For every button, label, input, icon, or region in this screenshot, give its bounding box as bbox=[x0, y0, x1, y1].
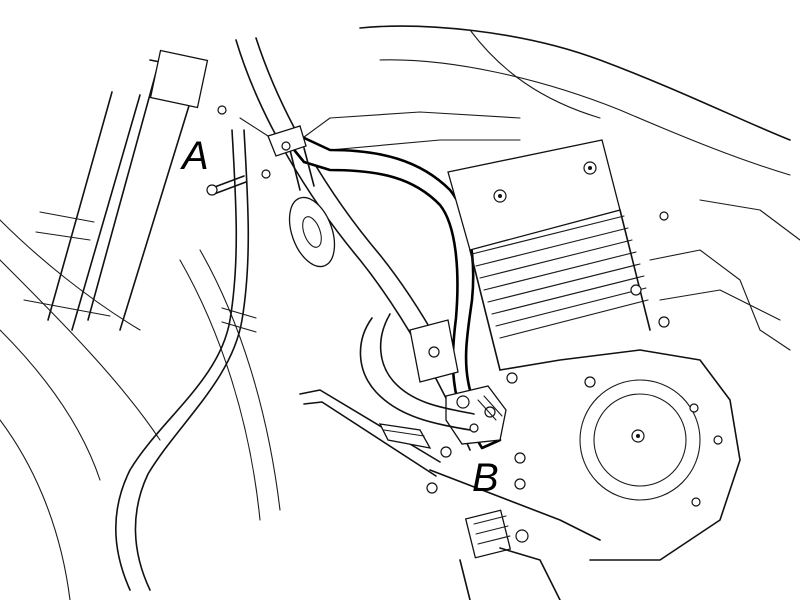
side-stand bbox=[299, 389, 601, 541]
front-wheel bbox=[0, 219, 281, 600]
footrest bbox=[459, 509, 561, 600]
horn bbox=[288, 196, 336, 268]
front-fork bbox=[23, 49, 209, 331]
callout-b: B bbox=[472, 456, 499, 500]
engine-right-side bbox=[649, 199, 800, 351]
exhaust-pipe bbox=[359, 313, 475, 431]
cables bbox=[114, 129, 257, 591]
crankcase bbox=[499, 349, 741, 561]
engine-cylinder bbox=[447, 139, 670, 371]
frame-plate bbox=[409, 319, 529, 543]
callout-a: A bbox=[182, 134, 209, 178]
bolt-a bbox=[206, 105, 271, 196]
mount-plate-b bbox=[445, 385, 507, 445]
fuel-tank bbox=[359, 25, 791, 176]
upper-clamp bbox=[239, 117, 307, 157]
